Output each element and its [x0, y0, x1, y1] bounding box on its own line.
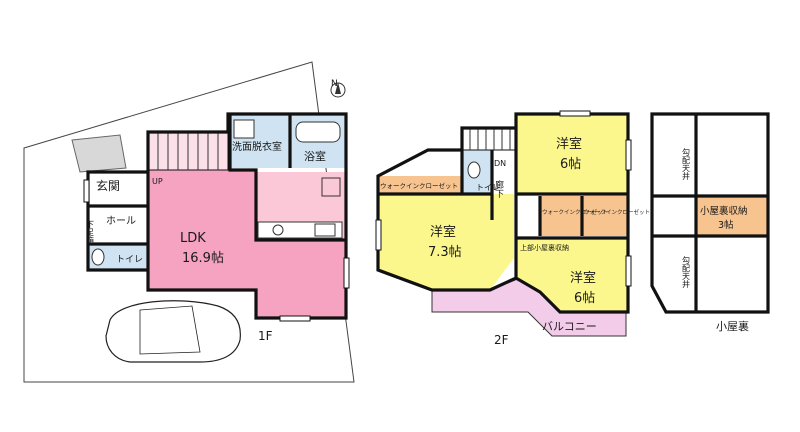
compass-icon: N — [330, 79, 346, 98]
car-icon — [105, 300, 241, 363]
room-size-ldk: 16.9帖 — [182, 251, 224, 266]
room-label-walkin: ウォークインクローゼット — [380, 181, 458, 190]
stove-icon — [314, 223, 336, 237]
floor-1f: N — [23, 61, 355, 383]
floor-2f: ウォークインクローゼット トイレ DN 廊下 洋室 6帖 洋室 7.3帖 洋室 … — [375, 110, 650, 347]
room-label-toilet-1f: トイレ — [116, 255, 143, 265]
room-label-western-a: 洋室 — [430, 224, 456, 240]
room-label-ldk: LDK — [180, 231, 206, 246]
upper-left-fill — [378, 150, 462, 176]
room-label-corridor: 廊下 — [493, 179, 504, 199]
room-label-washroom: 洗面脱衣室 — [232, 140, 282, 153]
walls-loft — [650, 112, 770, 314]
walkin-left-fill — [540, 196, 582, 236]
bedroom-a-fill — [378, 194, 514, 290]
walkin-right-fill — [582, 196, 628, 236]
fridge-icon — [321, 177, 341, 197]
room-label-slope-bottom: 勾配天井 — [682, 255, 691, 289]
room-label-walkin-right: ウォークインクローゼット — [584, 208, 650, 216]
kitchen-counter — [257, 221, 343, 239]
window — [279, 315, 311, 322]
room-size-western-b: 6帖 — [560, 157, 581, 172]
entrance-approach — [71, 134, 127, 173]
stair-2f — [461, 127, 517, 151]
sink-icon — [272, 224, 284, 236]
floor-label-1f: 1F — [258, 329, 273, 343]
loft-storage-fill — [696, 196, 768, 236]
room-label-shoebox: 下足箱 — [86, 220, 95, 245]
window — [625, 255, 632, 287]
room-label-toilet-2f: トイレ — [476, 183, 500, 192]
compass-label: N — [331, 79, 338, 89]
bedroom-c-fill — [516, 238, 628, 312]
room-label-walkin-left: ウォークインクローゼット — [542, 208, 608, 216]
window — [375, 219, 382, 251]
stair-dn-label: DN — [494, 159, 506, 168]
room-label-genkan: 玄関 — [96, 178, 120, 193]
room-label-western-b: 洋室 — [556, 136, 582, 152]
window — [83, 179, 90, 203]
window — [343, 257, 350, 289]
stair-1f — [147, 131, 229, 171]
window — [559, 110, 591, 117]
stair-up-label: UP — [152, 177, 163, 186]
bedroom-b-fill — [516, 114, 628, 194]
room-label-western-c: 洋室 — [570, 270, 596, 286]
walkin-fill — [378, 176, 464, 194]
room-size-western-a: 7.3帖 — [428, 245, 462, 260]
room-label-hall: ホール — [106, 215, 136, 227]
walls-2f — [376, 112, 630, 314]
walls-1f — [86, 112, 348, 320]
washbasin-icon — [233, 119, 255, 139]
room-label-balcony: バルコニー — [542, 320, 597, 333]
floor-label-2f: 2F — [494, 333, 509, 347]
room-label-loft-storage: 小屋裏収納 — [700, 205, 748, 217]
room-size-western-c: 6帖 — [574, 291, 595, 306]
bathtub-icon — [295, 121, 341, 143]
room-label-bath: 浴室 — [304, 149, 326, 163]
toilet-icon — [467, 161, 481, 179]
toilet-icon — [91, 248, 105, 266]
loft-storage-note: 上部小屋裏収納 — [520, 243, 569, 252]
floor-label-loft: 小屋裏 — [716, 319, 749, 333]
floor-loft: 勾配天井 勾配天井 小屋裏収納 3帖 小屋裏 — [650, 112, 770, 333]
room-label-slope-top: 勾配天井 — [682, 147, 691, 181]
ldk-fill — [148, 170, 346, 318]
room-size-loft-storage: 3帖 — [718, 219, 734, 231]
window — [625, 139, 632, 171]
